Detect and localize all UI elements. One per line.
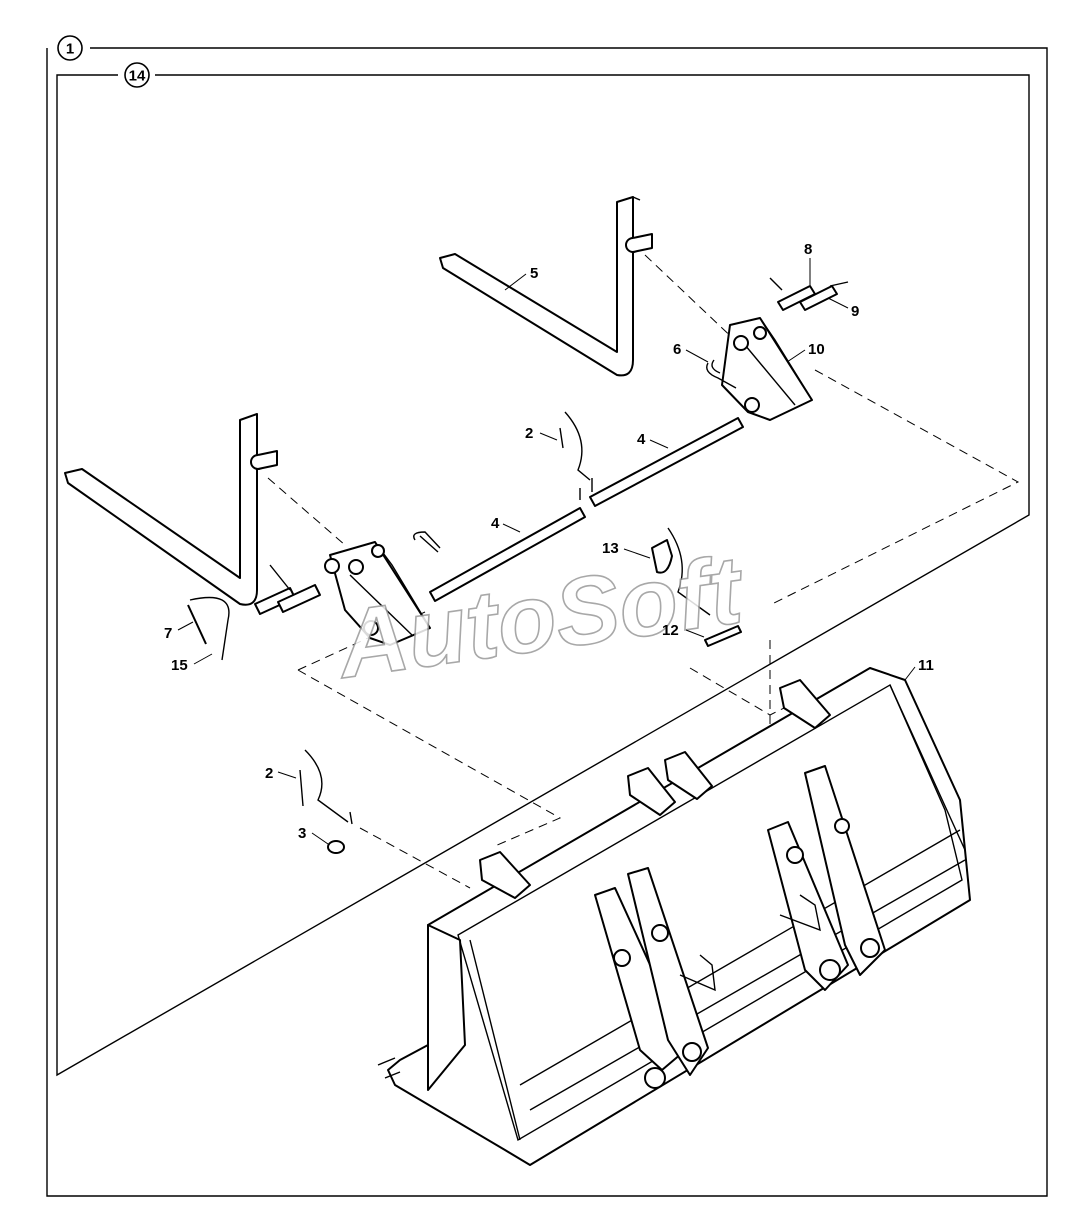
callout-9: 9: [851, 303, 859, 320]
callouts: 5 8 9 6 10 2 4 4 13 7 15 12 11 2 3: [164, 241, 934, 842]
washer-3: [327, 840, 345, 854]
callout-6: 6: [673, 341, 681, 358]
bolt-12: [704, 625, 742, 647]
callout-15: 15: [171, 657, 188, 674]
clip-right-bracket-left: [413, 531, 441, 553]
pin-13: [651, 539, 673, 574]
carriage-bracket-left: [324, 541, 431, 646]
pin-left-group: [187, 564, 321, 645]
shaft-lower: [429, 507, 586, 602]
alignment-lines: [267, 254, 1020, 951]
detail-arc-13: [667, 527, 711, 616]
fork-tine-left: [64, 413, 278, 606]
callout-3: 3: [298, 825, 306, 842]
callout-2b: 2: [265, 765, 273, 782]
callout-10: 10: [808, 341, 825, 358]
callout-4b: 4: [491, 515, 500, 532]
detail-arc-7: [189, 596, 230, 661]
watermark-text: AutoSoft: [330, 536, 752, 699]
callout-13: 13: [602, 540, 619, 557]
inner-frame: [56, 74, 1030, 1077]
leader-lines: [177, 258, 916, 845]
callout-12: 12: [662, 622, 679, 639]
pin-9: [799, 281, 849, 311]
fork-tine-right: [439, 196, 653, 377]
outer-frame-badge: [57, 35, 83, 61]
outer-frame: [46, 47, 1048, 1197]
shaft-upper: [589, 417, 744, 507]
inner-frame-label: 14: [129, 68, 146, 85]
detail-arc-2a: [564, 411, 591, 481]
carriage-bracket-right: [721, 317, 813, 421]
callout-4a: 4: [637, 431, 646, 448]
callout-2a: 2: [525, 425, 533, 442]
outer-frame-label: 1: [66, 41, 74, 58]
callout-5: 5: [530, 265, 538, 282]
inner-frame-badge: [124, 62, 150, 88]
callout-8: 8: [804, 241, 812, 258]
detail-arc-2b: [304, 749, 349, 823]
callout-11: 11: [918, 657, 934, 674]
bucket: [377, 667, 971, 1166]
clip-6: [706, 359, 737, 389]
callout-7: 7: [164, 625, 172, 642]
